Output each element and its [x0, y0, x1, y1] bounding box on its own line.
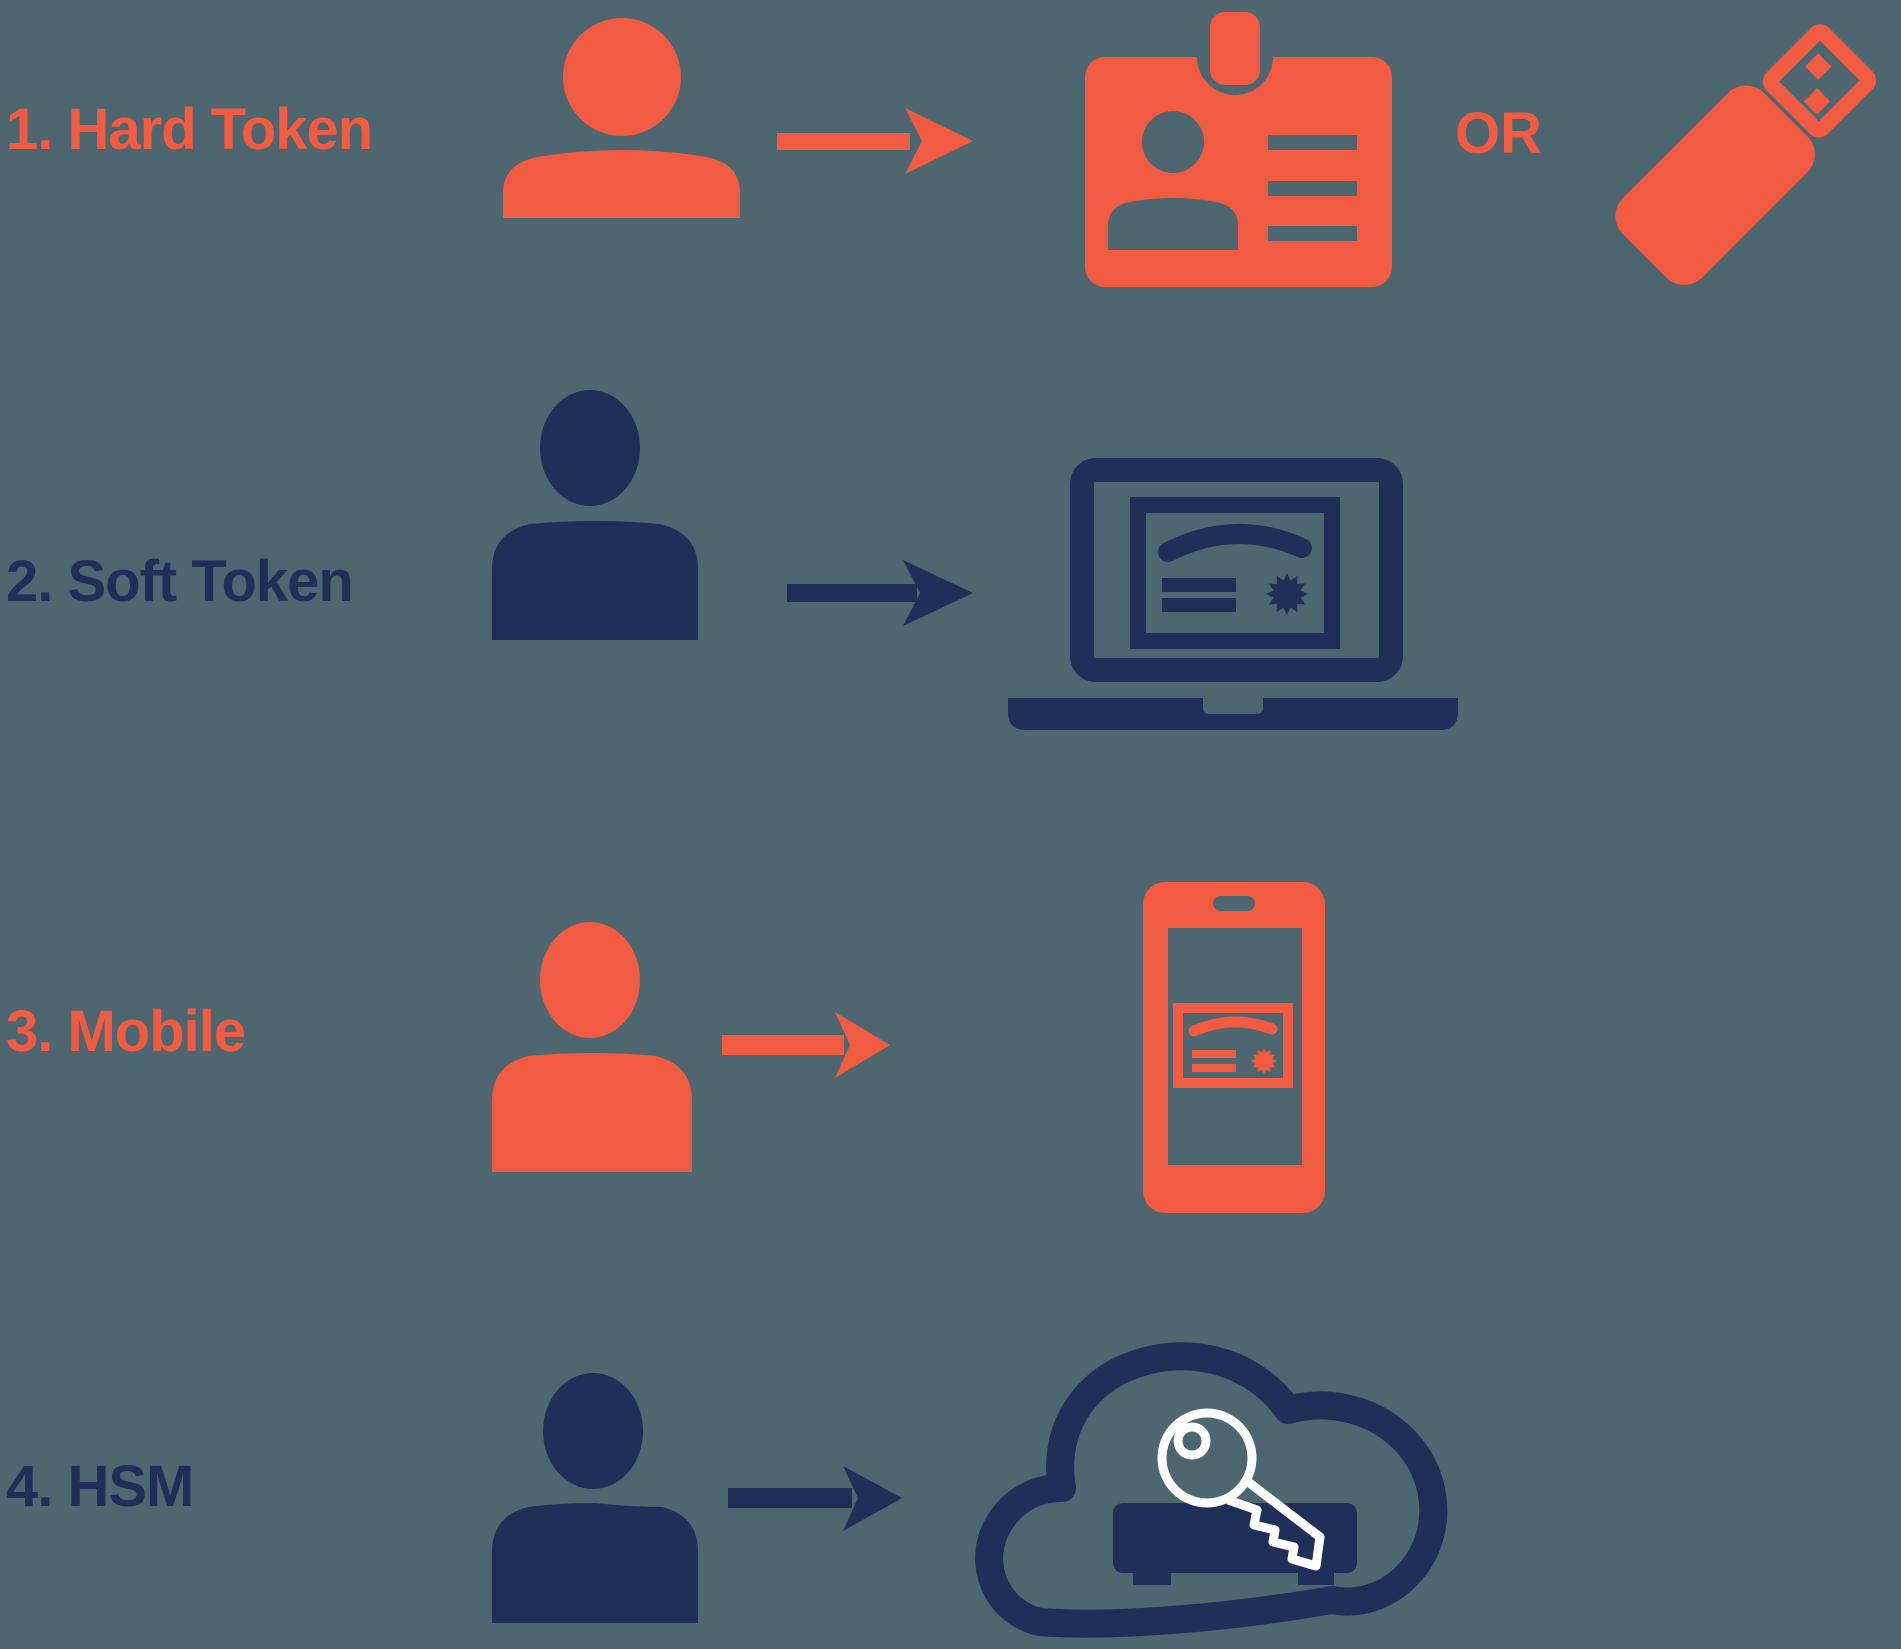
row-label-hsm: 4. HSM [6, 1454, 194, 1519]
or-separator-label: OR [1455, 101, 1542, 166]
user-icon [492, 922, 692, 1172]
row-label-hard-token: 1. Hard Token [6, 97, 373, 162]
id-badge-icon [1085, 12, 1392, 287]
arrow-right-icon [787, 560, 973, 626]
seal-icon [1251, 1048, 1277, 1074]
user-icon [492, 1373, 698, 1623]
laptop-certificate-icon [1008, 458, 1458, 730]
smartphone-certificate-icon [1143, 882, 1325, 1213]
arrow-right-icon [728, 1466, 902, 1531]
key-icon [1157, 1408, 1325, 1571]
cloud-hsm-key-icon [975, 1342, 1448, 1638]
user-icon [492, 390, 698, 640]
arrow-right-icon [777, 108, 973, 174]
usb-flash-drive-icon [1615, 24, 1877, 285]
user-icon [503, 18, 740, 218]
row-label-mobile: 3. Mobile [6, 999, 246, 1064]
seal-icon [1266, 573, 1308, 615]
row-label-soft-token: 2. Soft Token [6, 549, 354, 614]
arrow-right-icon [722, 1012, 890, 1078]
cloud-icon [975, 1342, 1448, 1638]
